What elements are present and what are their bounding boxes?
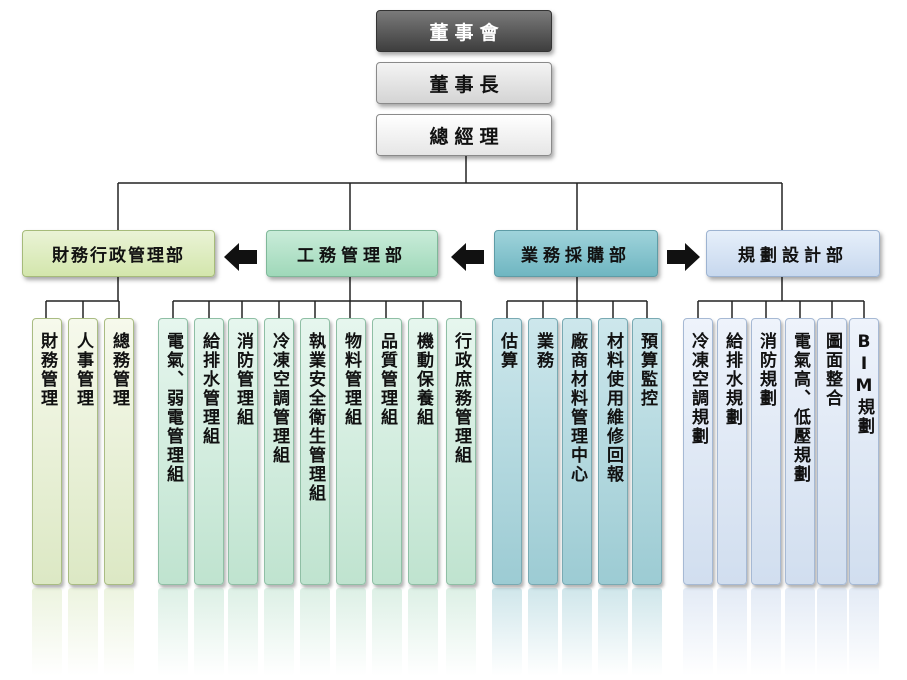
unit-label: 執業安全衛生管理組: [305, 332, 325, 503]
arrow-left-icon: [224, 243, 257, 271]
unit-label: 總務管理: [109, 332, 129, 408]
unit-bim-planning: BIM規劃: [849, 318, 879, 585]
unit-label: 冷凍空調管理組: [269, 332, 289, 465]
arrow-right-icon: [667, 243, 700, 271]
unit-label: 財務管理: [37, 332, 57, 408]
unit-label: 給排水規劃: [722, 332, 742, 427]
unit-hr: 人事管理: [68, 318, 98, 585]
arrow-left-icon: [451, 243, 484, 271]
dept-admin-label: 財務行政管理部: [52, 246, 185, 266]
unit-label: BIM規劃: [854, 332, 874, 436]
reflection: [849, 588, 879, 676]
unit-label: 材料使用維修回報: [603, 332, 623, 484]
unit-label: 廠商材料管理中心: [567, 332, 587, 484]
unit-budget: 預算監控: [632, 318, 662, 585]
reflection: [562, 588, 592, 676]
unit-vendor-center: 廠商材料管理中心: [562, 318, 592, 585]
unit-label: 電氣高、低壓規劃: [790, 332, 810, 484]
unit-quality: 品質管理組: [372, 318, 402, 585]
dept-planning-box: 規劃設計部: [706, 230, 880, 277]
unit-label: 估算: [497, 332, 517, 370]
reflection: [372, 588, 402, 676]
reflection: [264, 588, 294, 676]
unit-electrical: 電氣、弱電管理組: [158, 318, 188, 585]
reflection: [683, 588, 713, 676]
unit-label: 預算監控: [637, 332, 657, 408]
reflection: [785, 588, 815, 676]
unit-label: 電氣、弱電管理組: [163, 332, 183, 484]
unit-label: 消防規劃: [756, 332, 776, 408]
general-manager-box: 總經理: [376, 114, 552, 156]
reflection: [68, 588, 98, 676]
reflection: [336, 588, 366, 676]
board-box: 董事會: [376, 10, 552, 52]
unit-label: 人事管理: [73, 332, 93, 408]
reflection: [300, 588, 330, 676]
reflection: [632, 588, 662, 676]
reflection: [228, 588, 258, 676]
reflection: [492, 588, 522, 676]
reflection: [751, 588, 781, 676]
unit-fire-planning: 消防規劃: [751, 318, 781, 585]
unit-sales: 業務: [528, 318, 558, 585]
dept-engineering-box: 工務管理部: [266, 230, 438, 277]
chairman-label: 董事長: [429, 73, 505, 96]
reflection: [194, 588, 224, 676]
unit-materials: 物料管理組: [336, 318, 366, 585]
unit-drawing-integration: 圖面整合: [817, 318, 847, 585]
unit-plumbing-planning: 給排水規劃: [717, 318, 747, 585]
unit-finance: 財務管理: [32, 318, 62, 585]
unit-material-repair: 材料使用維修回報: [598, 318, 628, 585]
unit-safety: 執業安全衛生管理組: [300, 318, 330, 585]
unit-label: 品質管理組: [377, 332, 397, 427]
reflection: [32, 588, 62, 676]
reflection: [717, 588, 747, 676]
reflection: [817, 588, 847, 676]
unit-label: 行政庶務管理組: [451, 332, 471, 465]
unit-label: 消防管理組: [233, 332, 253, 427]
board-label: 董事會: [429, 21, 505, 44]
reflection: [446, 588, 476, 676]
dept-business-box: 業務採購部: [494, 230, 658, 277]
unit-label: 圖面整合: [822, 332, 842, 408]
dept-engineering-label: 工務管理部: [297, 246, 407, 266]
unit-electrical-planning: 電氣高、低壓規劃: [785, 318, 815, 585]
chairman-box: 董事長: [376, 62, 552, 104]
unit-fire: 消防管理組: [228, 318, 258, 585]
reflection: [528, 588, 558, 676]
reflection: [104, 588, 134, 676]
dept-planning-label: 規劃設計部: [738, 246, 848, 266]
unit-label: 給排水管理組: [199, 332, 219, 446]
unit-admin-affairs: 行政庶務管理組: [446, 318, 476, 585]
reflection: [598, 588, 628, 676]
reflection: [158, 588, 188, 676]
unit-hvac: 冷凍空調管理組: [264, 318, 294, 585]
unit-label: 機動保養組: [413, 332, 433, 427]
unit-estimation: 估算: [492, 318, 522, 585]
reflection: [408, 588, 438, 676]
unit-plumbing: 給排水管理組: [194, 318, 224, 585]
unit-hvac-planning: 冷凍空調規劃: [683, 318, 713, 585]
general-manager-label: 總經理: [429, 125, 505, 148]
unit-label: 物料管理組: [341, 332, 361, 427]
unit-label: 業務: [533, 332, 553, 370]
dept-admin-box: 財務行政管理部: [22, 230, 215, 277]
unit-maintenance: 機動保養組: [408, 318, 438, 585]
dept-business-label: 業務採購部: [521, 246, 631, 266]
unit-label: 冷凍空調規劃: [688, 332, 708, 446]
unit-general-affairs: 總務管理: [104, 318, 134, 585]
